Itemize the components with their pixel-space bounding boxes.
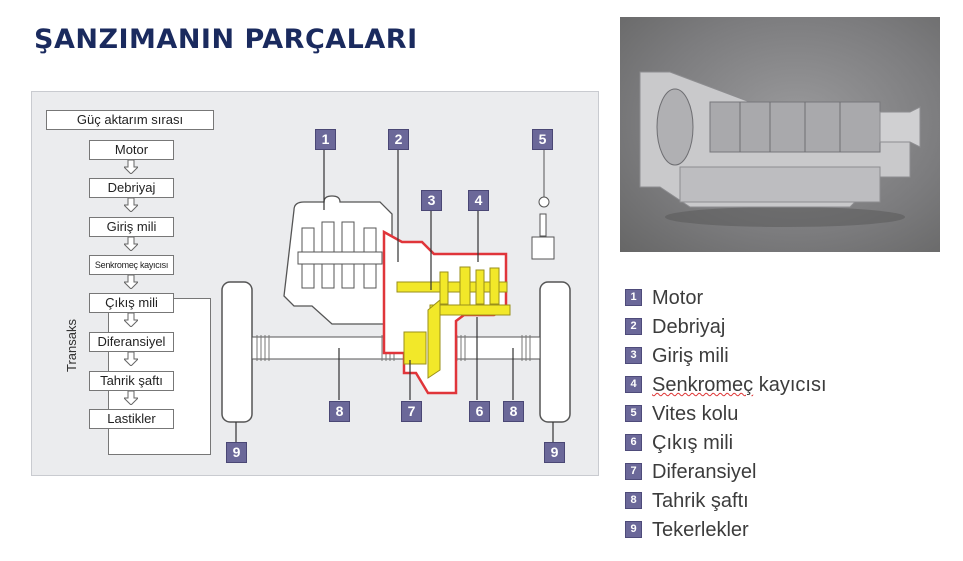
flow-arrow-icon — [124, 198, 138, 212]
flow-header: Güç aktarım sırası — [46, 110, 214, 130]
legend-label: Vites kolu — [652, 403, 739, 425]
transmission-cutaway-illustration — [639, 71, 921, 227]
callout-badge-1: 1 — [315, 129, 336, 150]
flow-step-motor: Motor — [89, 140, 174, 160]
legend-number-badge: 5 — [625, 405, 642, 422]
callout-badge-3: 3 — [421, 190, 442, 211]
legend-label: Giriş mili — [652, 345, 729, 367]
page-title: ŞANZIMANIN PARÇALARI — [34, 24, 418, 55]
legend-label: Motor — [652, 287, 704, 309]
drivetrain-drawing — [221, 147, 571, 442]
legend-label-rest: kayıcısı — [753, 374, 827, 396]
callout-badge-2: 2 — [388, 129, 409, 150]
legend-number-badge: 8 — [625, 492, 642, 509]
callout-badge-4: 4 — [468, 190, 489, 211]
left-wheel — [221, 281, 253, 423]
flow-arrow-icon — [124, 275, 138, 289]
legend-label: Diferansiyel — [652, 461, 757, 483]
legend-number-badge: 6 — [625, 434, 642, 451]
legend-number-badge: 3 — [625, 347, 642, 364]
callout-badge-8-left: 8 — [329, 401, 350, 422]
legend-label: Debriyaj — [652, 316, 726, 338]
legend-label: Senkromeç kayıcısı — [652, 374, 827, 397]
callout-badge-9-right: 9 — [544, 442, 565, 463]
spellcheck-flagged-word: Senkromeç — [652, 374, 754, 396]
flow-step-giris-mili: Giriş mili — [89, 217, 174, 237]
differential — [403, 331, 427, 365]
flow-arrow-icon — [124, 160, 138, 174]
flow-step-lastikler: Lastikler — [89, 409, 174, 429]
flow-step-tahrik-safti: Tahrik şaftı — [89, 371, 174, 391]
legend-label: Tekerlekler — [652, 519, 749, 541]
callout-badge-8-right: 8 — [503, 401, 524, 422]
right-wheel — [539, 281, 571, 423]
transmission-photo — [620, 17, 940, 252]
legend-number-badge: 1 — [625, 289, 642, 306]
legend-number-badge: 9 — [625, 521, 642, 538]
legend-number-badge: 4 — [625, 376, 642, 393]
flow-arrow-icon — [124, 237, 138, 251]
output-shaft — [429, 304, 511, 316]
callout-badge-5: 5 — [532, 129, 553, 150]
callout-badge-7: 7 — [401, 401, 422, 422]
legend-label: Çıkış mili — [652, 432, 734, 454]
legend-number-badge: 2 — [625, 318, 642, 335]
flow-arrow-icon — [124, 391, 138, 405]
legend-number-badge: 7 — [625, 463, 642, 480]
legend-label: Tahrik şaftı — [652, 490, 749, 512]
power-transmission-diagram: Güç aktarım sırası Motor Debriyaj Transa… — [31, 91, 599, 476]
flow-arrow-icon — [124, 313, 138, 327]
flow-arrow-icon — [124, 352, 138, 366]
flow-step-debriyaj: Debriyaj — [89, 178, 174, 198]
input-shaft — [396, 281, 508, 293]
callout-badge-9-left: 9 — [226, 442, 247, 463]
callout-badge-6: 6 — [469, 401, 490, 422]
